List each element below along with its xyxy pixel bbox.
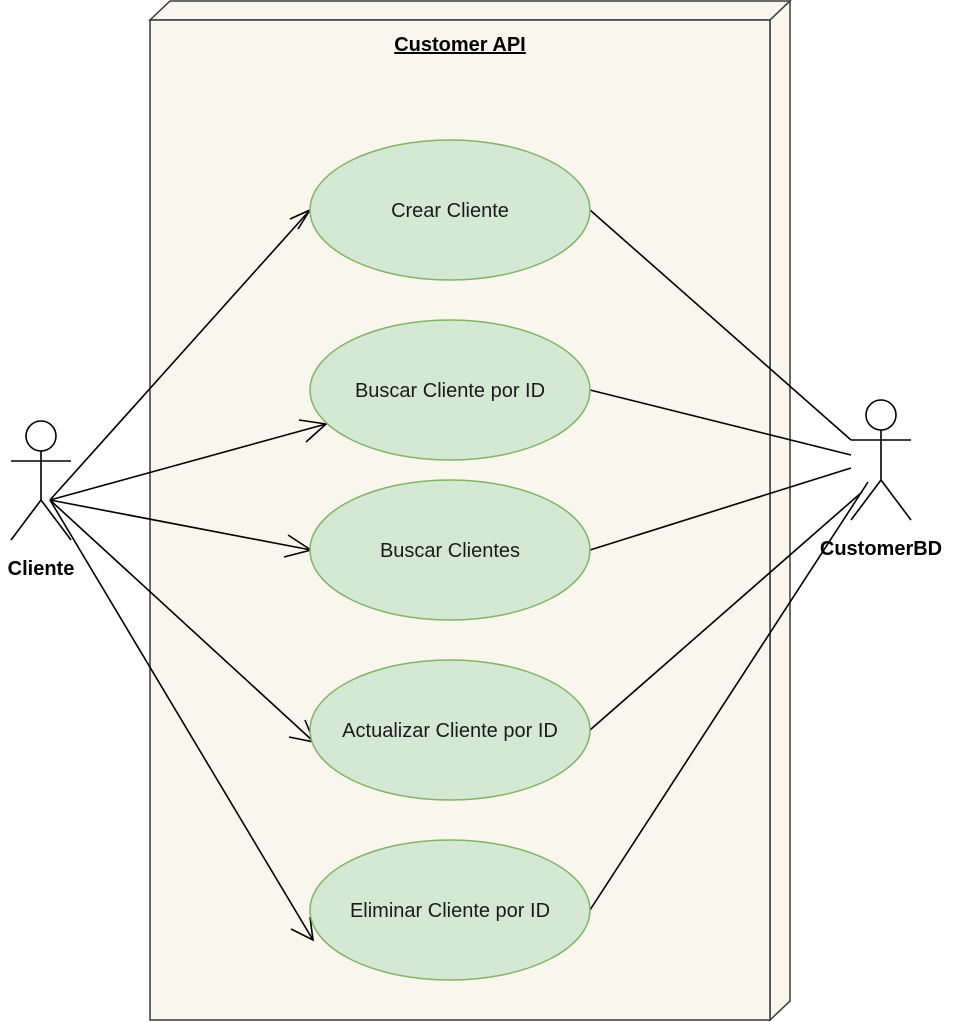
use-case-eliminar-shape bbox=[309, 839, 591, 981]
association-cliente-buscar-todos bbox=[49, 499, 312, 551]
association-cliente-crear bbox=[49, 209, 311, 501]
use-case-buscar-todos-label: Buscar Clientes bbox=[380, 540, 520, 562]
use-case-buscar-id[interactable]: Buscar Cliente por ID bbox=[309, 319, 591, 461]
association-buscar-id-customerbd bbox=[589, 389, 852, 456]
use-case-actualizar-label: Actualizar Cliente por ID bbox=[342, 720, 558, 742]
system-title: Customer API bbox=[394, 34, 526, 56]
actor-customerbd[interactable]: CustomerBD bbox=[820, 399, 942, 560]
actor-customerbd-label: CustomerBD bbox=[820, 538, 942, 560]
use-case-buscar-id-shape bbox=[309, 319, 591, 461]
system-boundary-top-face bbox=[148, 0, 792, 21]
cliente-associations bbox=[49, 208, 328, 942]
actor-cliente[interactable]: Cliente bbox=[8, 420, 75, 580]
use-case-crear-shape bbox=[309, 139, 591, 281]
system-boundary-side-face bbox=[769, 0, 791, 1022]
use-case-buscar-todos-shape bbox=[309, 479, 591, 621]
use-case-actualizar-shape bbox=[309, 659, 591, 801]
association-eliminar-customerbd bbox=[589, 481, 869, 911]
association-cliente-buscar-id bbox=[49, 423, 327, 501]
customerbd-associations bbox=[589, 209, 869, 911]
use-case-crear-label: Crear Cliente bbox=[391, 200, 509, 222]
use-case-buscar-todos[interactable]: Buscar Clientes bbox=[309, 479, 591, 621]
association-cliente-eliminar bbox=[49, 499, 314, 941]
actor-cliente-stick-figure-icon bbox=[10, 420, 72, 541]
use-case-buscar-id-label: Buscar Cliente por ID bbox=[355, 380, 545, 402]
association-crear-customerbd bbox=[589, 209, 852, 441]
arrowhead-eliminar bbox=[290, 916, 314, 942]
use-case-crear[interactable]: Crear Cliente bbox=[309, 139, 591, 281]
association-cliente-actualizar bbox=[49, 499, 315, 743]
association-actualizar-customerbd bbox=[589, 491, 863, 731]
arrowhead-buscar-id bbox=[298, 419, 328, 443]
use-case-eliminar[interactable]: Eliminar Cliente por ID bbox=[309, 839, 591, 981]
actor-cliente-label: Cliente bbox=[8, 558, 75, 580]
use-case-eliminar-label: Eliminar Cliente por ID bbox=[350, 900, 550, 922]
association-buscar-todos-customerbd bbox=[589, 467, 852, 551]
use-case-actualizar[interactable]: Actualizar Cliente por ID bbox=[309, 659, 591, 801]
actor-customerbd-stick-figure-icon bbox=[850, 399, 912, 521]
